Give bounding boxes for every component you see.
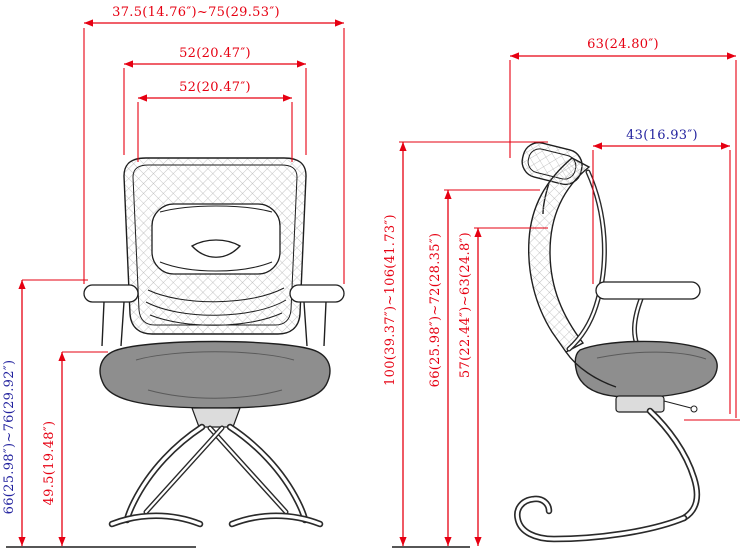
adjustment-lever xyxy=(663,400,692,409)
dimensions-side-view: 63(24.80″) 43(16.93″) 100(39.37″)~106(41… xyxy=(383,37,740,548)
armrest-post-left xyxy=(101,301,125,347)
dim-armrest-top-height-label: 66(25.98″)~76(29.92″) xyxy=(2,360,17,515)
armrest-post-right xyxy=(303,301,327,347)
base-leg-right xyxy=(226,423,309,524)
lumbar-panel-seam-bottom xyxy=(159,261,273,272)
seat-mechanism-side xyxy=(615,395,665,413)
seat-seam-front-1 xyxy=(135,351,295,361)
dim-seat-height-label: 49.5(19.48″) xyxy=(42,421,57,506)
dim-armrest-height-label: 57(22.44″)~63(24.8″) xyxy=(458,232,473,378)
dim-backrest-width-inner-label: 52(20.47″) xyxy=(179,80,251,95)
backrest-side xyxy=(527,157,591,353)
lever-knob xyxy=(690,405,698,413)
dim-backrest-top-height-label: 66(25.98″)~72(28.35″) xyxy=(428,233,443,388)
armrest-pad-left xyxy=(83,284,139,303)
dim-overall-width-label: 37.5(14.76″)~75(29.53″) xyxy=(112,5,280,20)
lumbar-wave-2 xyxy=(145,299,287,316)
chair-front-view xyxy=(83,157,345,528)
base-leg-left xyxy=(123,423,206,524)
dim-overall-height-label: 100(39.37″)~106(41.73″) xyxy=(383,214,398,386)
seat-mechanism-front xyxy=(191,407,241,428)
backrest-front-inner-line xyxy=(132,164,298,326)
backrest-frame-bar xyxy=(566,169,607,352)
lumbar-bowtie xyxy=(190,239,242,258)
armrest-pad-right xyxy=(289,284,345,303)
chair-side-view xyxy=(514,141,718,543)
base-floor-runner-side xyxy=(514,495,688,543)
dimensions-front-view: 37.5(14.76″)~75(29.53″) 52(20.47″) 52(20… xyxy=(2,5,345,548)
seat-seam-front-2 xyxy=(147,389,283,399)
lumbar-panel-seam-top xyxy=(159,205,273,213)
armrest-pad-side xyxy=(595,281,701,300)
seat-front xyxy=(99,340,331,409)
lumbar-wave-1 xyxy=(147,287,285,303)
dim-upper-depth-label: 43(16.93″) xyxy=(626,128,698,143)
lumbar-panel-front xyxy=(151,203,281,275)
lumbar-wave-3 xyxy=(149,312,283,326)
seat-side xyxy=(574,340,718,399)
back-to-seat-connector xyxy=(565,351,617,388)
dim-overall-depth-label: 63(24.80″) xyxy=(587,37,659,52)
dim-backrest-width-label: 52(20.47″) xyxy=(179,46,251,61)
seat-seam-side xyxy=(596,351,707,360)
